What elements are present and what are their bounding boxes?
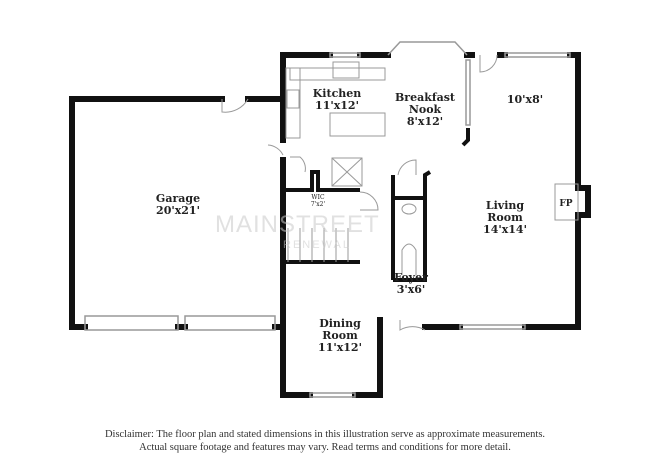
dining-wall <box>352 317 383 398</box>
toilet <box>401 243 417 275</box>
kitchen-counter <box>289 67 386 81</box>
room-label-den: 10'x8' <box>506 93 544 106</box>
house-left-wall <box>280 52 333 143</box>
exterior-walls <box>69 52 591 398</box>
window <box>459 324 526 330</box>
house-right-wall <box>522 52 591 330</box>
window <box>465 59 471 126</box>
garage-door <box>184 315 276 331</box>
kitchen-counter-left <box>285 67 301 139</box>
sink <box>332 61 360 79</box>
watermark-text: MAINSTREET <box>215 211 380 238</box>
door-swing <box>359 191 379 211</box>
sink-basin <box>401 203 417 215</box>
room-label-fireplace: FP <box>559 199 573 209</box>
stairs <box>287 228 349 262</box>
door-swing <box>267 144 284 156</box>
garage-wall <box>69 96 225 330</box>
interior-walls <box>286 128 470 282</box>
windows <box>84 41 571 398</box>
door-swing <box>399 320 426 331</box>
pantry <box>331 157 363 187</box>
bay-window <box>387 41 468 56</box>
window <box>504 52 571 58</box>
fireplace <box>554 183 579 221</box>
door-swing <box>221 98 249 113</box>
window <box>329 52 361 58</box>
fixtures <box>221 54 579 331</box>
stove <box>286 89 300 109</box>
disclaimer-line-1: Disclaimer: The floor plan and stated di… <box>104 429 546 440</box>
door-swing <box>290 156 306 173</box>
disclaimer-line-2: Actual square footage and features may v… <box>139 442 511 453</box>
door-swing <box>397 159 417 176</box>
window <box>309 392 356 398</box>
watermark-subtext: RENEWAL <box>283 239 351 251</box>
door-swing <box>479 54 498 73</box>
disclaimer: Disclaimer: The floor plan and stated di… <box>0 428 650 454</box>
kitchen-island <box>329 112 386 137</box>
garage-door <box>84 315 179 331</box>
